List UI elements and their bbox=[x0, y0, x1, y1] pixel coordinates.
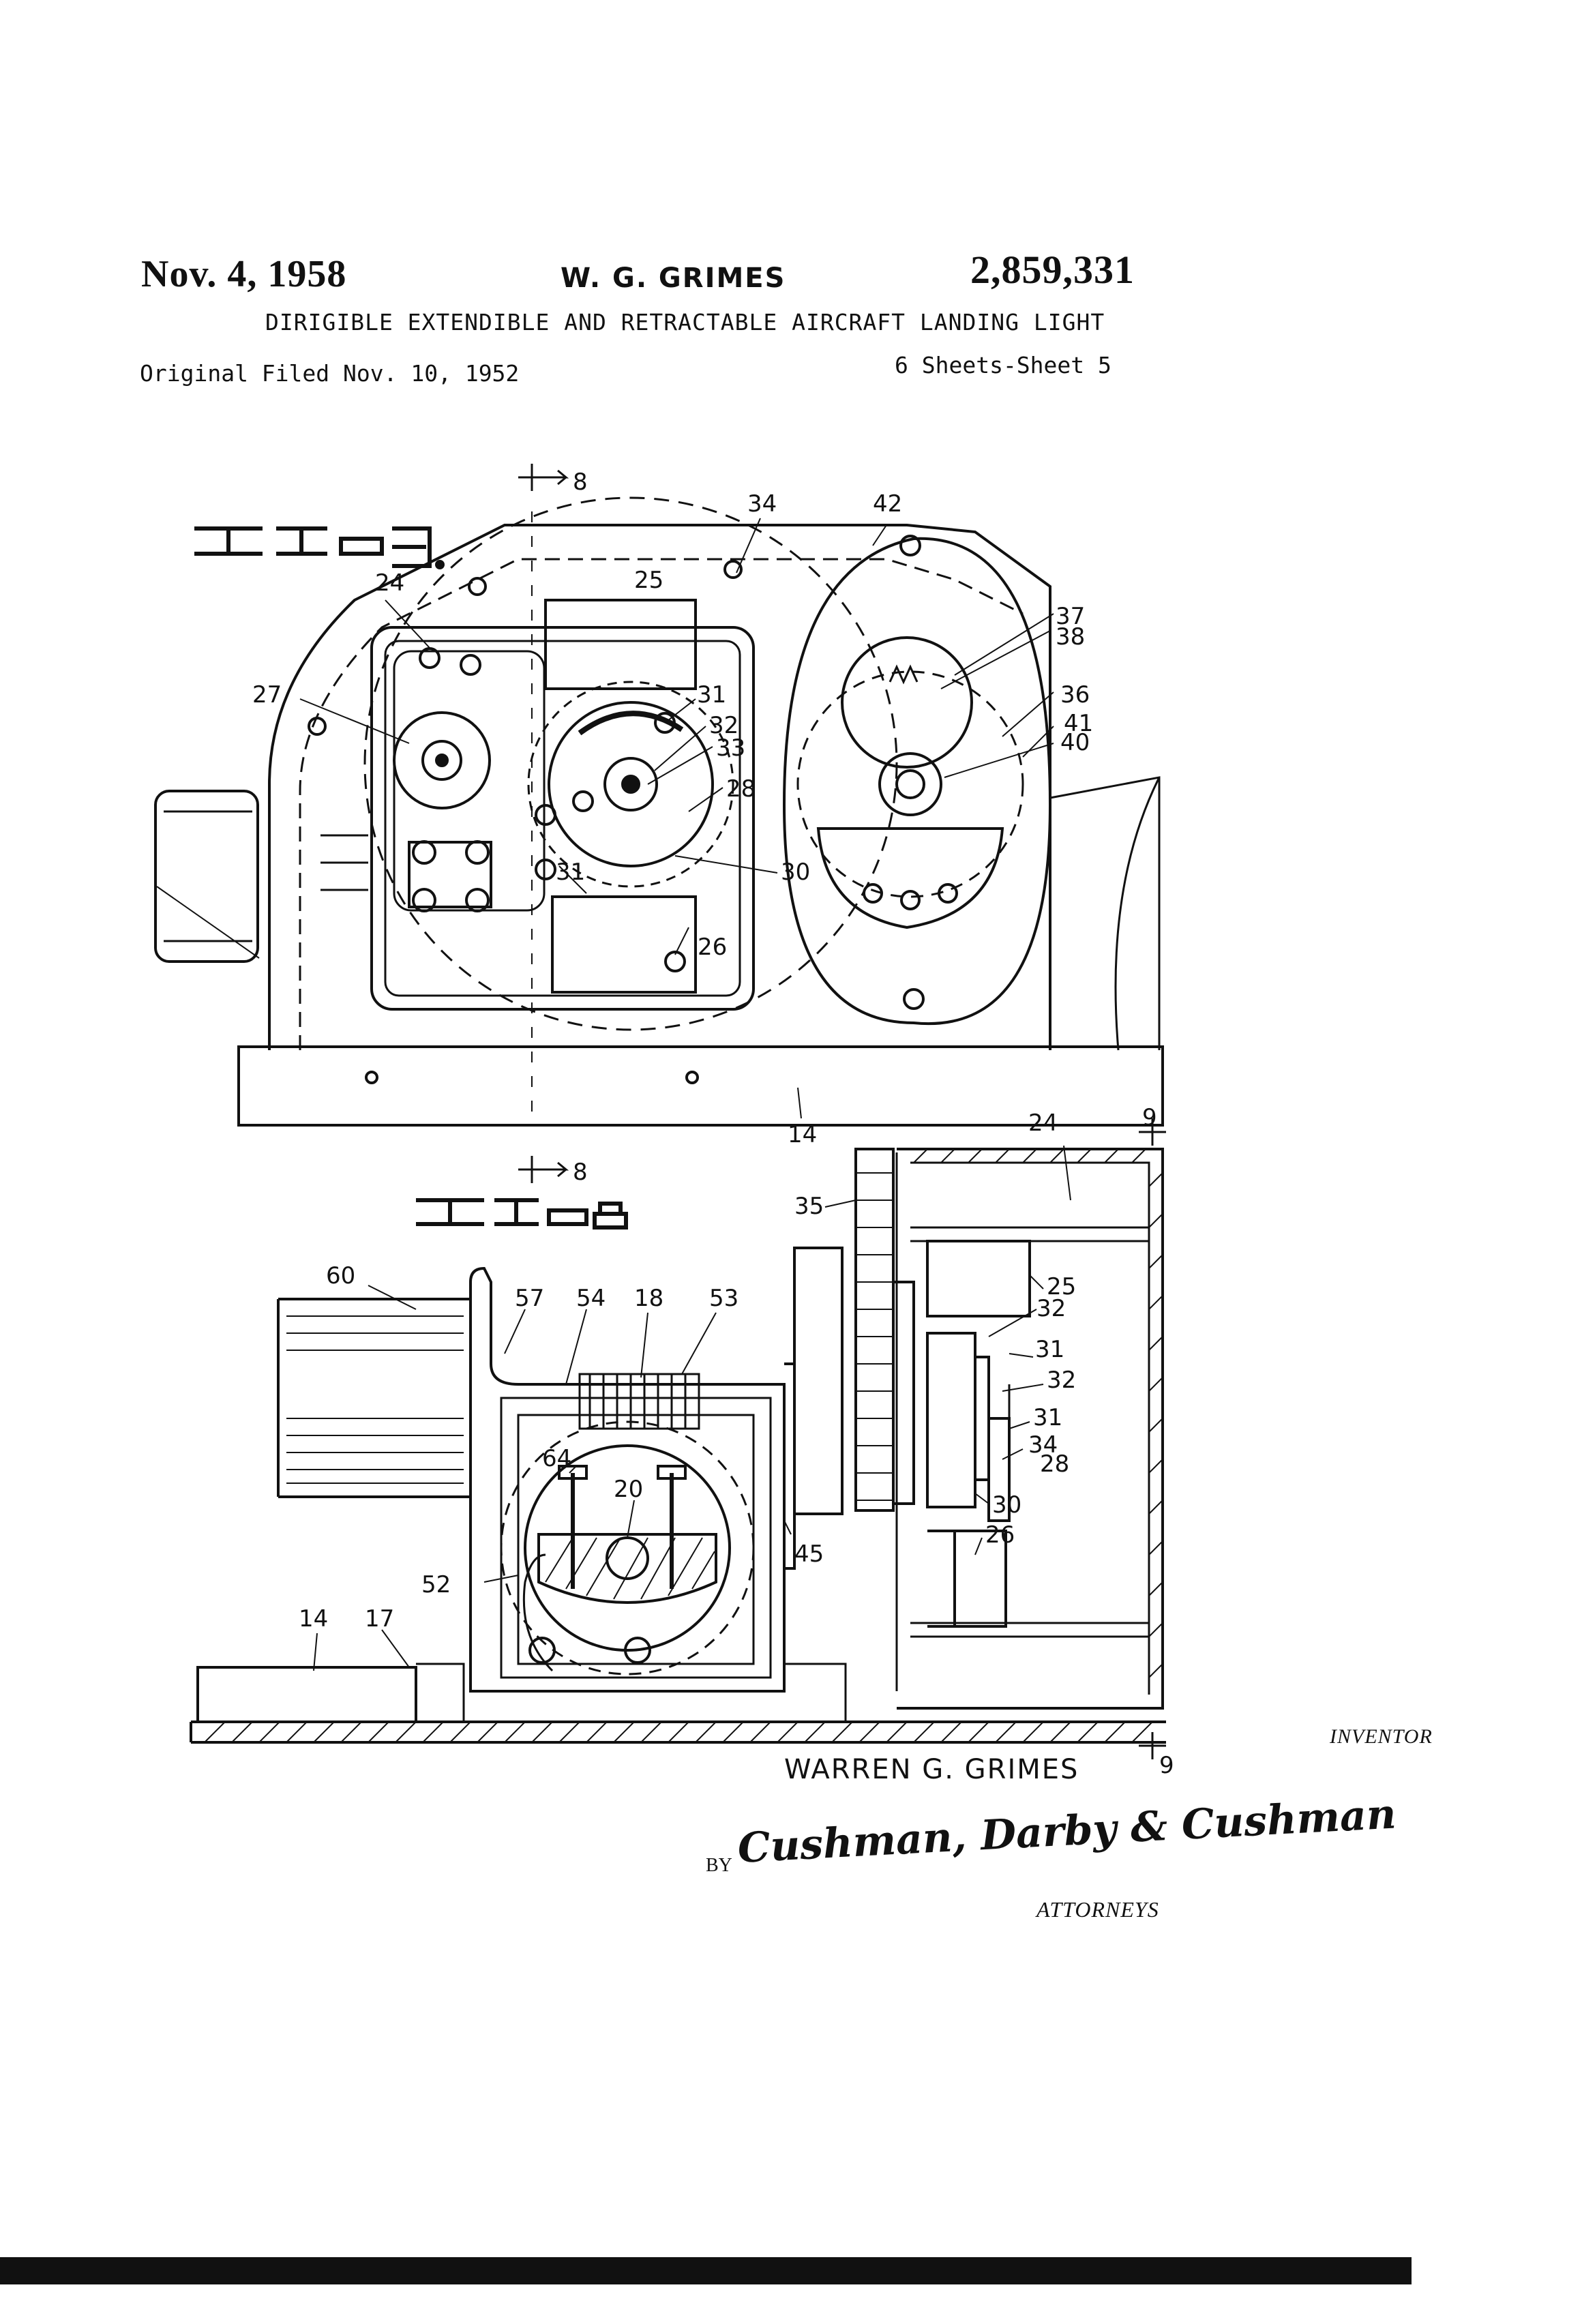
fig-8-ref-64: 64 bbox=[542, 1445, 571, 1472]
fig-8-section-mark-bottom: 9 bbox=[1159, 1752, 1174, 1779]
fig-9-ref-28: 28 bbox=[726, 775, 756, 803]
fig-9-base-plate bbox=[237, 1045, 1164, 1127]
fig-8-cam-disc bbox=[926, 1332, 976, 1508]
fig-8-ref-45: 45 bbox=[794, 1540, 824, 1568]
fig-9-ref-31-a: 31 bbox=[697, 681, 726, 709]
fig-8-frame-hatch bbox=[913, 1148, 1163, 1678]
sheet-count: 6 Sheets-Sheet 5 bbox=[895, 352, 1111, 378]
fig-8-ref-31-a: 31 bbox=[1035, 1336, 1064, 1363]
fig-9-section-mark-bottom: 8 bbox=[573, 1159, 588, 1186]
fig-8-section-mark-top: 9 bbox=[1142, 1104, 1157, 1131]
filing-date: Original Filed Nov. 10, 1952 bbox=[140, 360, 520, 387]
fig-8-ref-32-a: 32 bbox=[1036, 1295, 1066, 1322]
fig-8-ref-28: 28 bbox=[1040, 1450, 1069, 1478]
fig-8-ref-53: 53 bbox=[709, 1285, 738, 1312]
fig-8-ref-17: 17 bbox=[365, 1605, 394, 1633]
fig-9-ref-36: 36 bbox=[1060, 681, 1090, 709]
fig-9-ref-24: 24 bbox=[375, 569, 404, 597]
fig-8-gear-35 bbox=[854, 1148, 895, 1512]
fig-9-ref-34: 34 bbox=[747, 490, 777, 518]
fig-9-ref-40: 40 bbox=[1060, 729, 1090, 756]
fig-8-gear-teeth bbox=[856, 1172, 893, 1501]
fig-9-ref-42: 42 bbox=[873, 490, 902, 518]
fig-8-switch-25 bbox=[926, 1240, 1031, 1317]
fig-9-ref-25: 25 bbox=[634, 567, 663, 594]
fig-9-ref-37: 37 bbox=[1056, 603, 1085, 630]
figure-8: 9 9 bbox=[190, 1104, 1174, 1779]
fig-8-ref-31-b: 31 bbox=[1033, 1404, 1062, 1431]
fig-9-label-glyph bbox=[194, 526, 445, 569]
inventor-name: WARREN G. GRIMES bbox=[784, 1754, 1079, 1785]
fig-8-ref-54: 54 bbox=[576, 1285, 606, 1312]
fig-8-ref-24: 24 bbox=[1028, 1109, 1058, 1137]
fig-9-labels: 24 25 27 34 42 37 38 36 41 40 31 32 33 2… bbox=[252, 490, 1093, 1148]
fig-9-leaders bbox=[299, 518, 1054, 1119]
fig-9-ref-26: 26 bbox=[698, 934, 727, 961]
fig-8-base-hatch bbox=[204, 1721, 1153, 1743]
fig-8-ref-34: 34 bbox=[1028, 1431, 1058, 1459]
fig-8-base-plate bbox=[196, 1666, 417, 1723]
fig-8-switch-26 bbox=[953, 1530, 1007, 1628]
inventor-label: INVENTOR bbox=[1330, 1725, 1433, 1748]
fig-9-section-mark-top: 8 bbox=[573, 468, 588, 496]
fig-9-ref-32: 32 bbox=[709, 712, 738, 739]
attorneys-label: ATTORNEYS bbox=[1036, 1897, 1159, 1922]
fig-9-ref-38: 38 bbox=[1056, 623, 1085, 651]
fig-8-housing bbox=[469, 1266, 786, 1693]
fig-8-ref-32-b: 32 bbox=[1047, 1367, 1076, 1394]
fig-8-leaders bbox=[313, 1145, 1071, 1671]
fig-8-ref-57: 57 bbox=[515, 1285, 544, 1312]
by-label: BY bbox=[706, 1855, 732, 1876]
fig-8-right-frame bbox=[897, 1148, 1164, 1710]
fig-8-tube bbox=[277, 1298, 471, 1498]
fig-9-ref-33: 33 bbox=[716, 734, 745, 762]
patent-title: DIRIGIBLE EXTENDIBLE AND RETRACTABLE AIR… bbox=[265, 309, 1105, 336]
scan-edge-bar bbox=[0, 2257, 1412, 2284]
fig-8-label-glyph bbox=[416, 1198, 628, 1230]
fig-8-ref-60: 60 bbox=[326, 1262, 355, 1290]
fig-8-inner-box bbox=[500, 1397, 772, 1679]
fig-8-ref-25: 25 bbox=[1047, 1273, 1076, 1300]
fig-8-ref-26: 26 bbox=[985, 1521, 1015, 1549]
fig-8-hatched-block bbox=[537, 1533, 717, 1604]
fig-8-tube-hatch bbox=[286, 1315, 464, 1484]
fig-8-ref-20: 20 bbox=[614, 1476, 643, 1503]
fig-9-ref-30: 30 bbox=[781, 859, 810, 886]
fig-9-left-plate bbox=[370, 626, 755, 1011]
fig-8-ref-52: 52 bbox=[421, 1571, 451, 1598]
fig-8-coil bbox=[578, 1373, 700, 1430]
fig-9-ref-14: 14 bbox=[788, 1121, 817, 1148]
fig-9-switch-26 bbox=[551, 895, 697, 994]
patent-date: Nov. 4, 1958 bbox=[141, 253, 347, 295]
fig-9-housing bbox=[268, 524, 1051, 1050]
fig-9-motor-housing bbox=[782, 537, 1052, 1026]
fig-9-ref-27: 27 bbox=[252, 681, 282, 709]
patent-number: 2,859,331 bbox=[970, 248, 1135, 292]
fig-8-gear-45 bbox=[793, 1247, 844, 1515]
figure-9: 8 8 bbox=[154, 464, 1164, 1186]
fig-9-ref-31-b: 31 bbox=[556, 859, 585, 886]
fig-8-ref-35: 35 bbox=[794, 1193, 824, 1220]
fig-8-ref-14: 14 bbox=[299, 1605, 328, 1633]
fig-9-connector bbox=[154, 790, 259, 963]
fig-8-ref-30: 30 bbox=[992, 1491, 1021, 1519]
fig-9-switch-25 bbox=[544, 599, 697, 690]
fig-8-ref-18: 18 bbox=[634, 1285, 663, 1312]
inventor-header: W. G. GRIMES bbox=[561, 263, 786, 294]
fig-9-ref-41: 41 bbox=[1064, 710, 1093, 737]
fig-8-labels: 24 35 25 32 31 32 31 34 28 30 26 60 57 5… bbox=[299, 1109, 1076, 1633]
